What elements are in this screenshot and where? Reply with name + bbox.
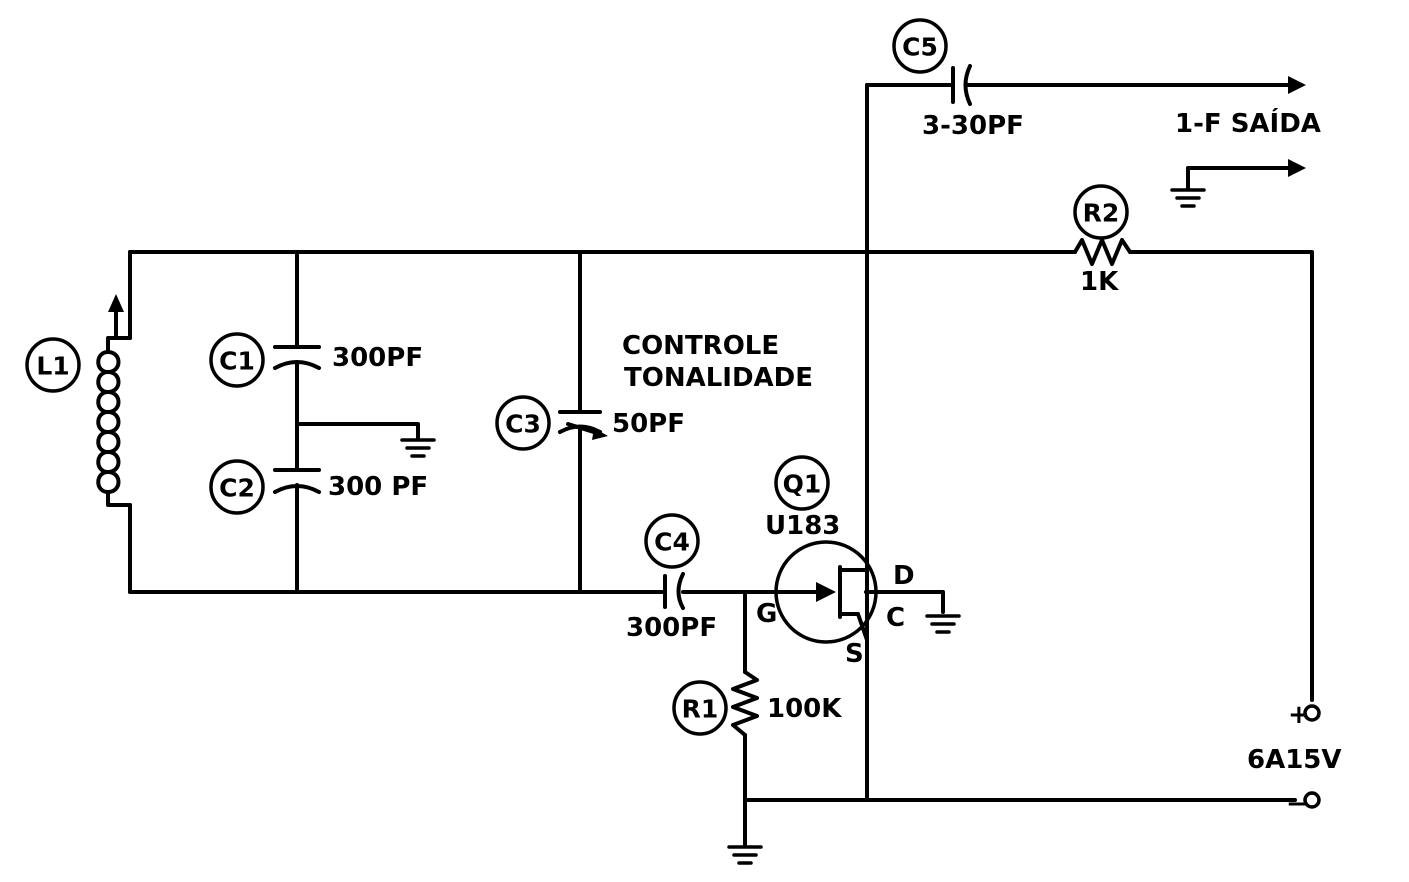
c3-variable-arrow [592, 428, 608, 440]
q1-part: U183 [765, 511, 840, 541]
output-arrow-top [1288, 76, 1306, 94]
svg-text:C3: C3 [505, 410, 541, 439]
capacitor-c5 [951, 64, 972, 106]
supply-terminals [1303, 704, 1321, 809]
svg-text:Q1: Q1 [783, 470, 822, 499]
r1-value: 100K [767, 694, 842, 724]
tag-c1: C1 [209, 332, 265, 388]
tone-control-line2: TONALIDADE [624, 363, 813, 393]
ground-q1-case [925, 614, 961, 634]
supply-voltage-range: 6A15V [1247, 745, 1342, 775]
r2-value: 1K [1080, 267, 1119, 297]
ground-r1 [727, 845, 763, 865]
c1-value: 300PF [332, 343, 423, 373]
q1-drain-pin: D [893, 561, 915, 591]
svg-text:C2: C2 [219, 474, 255, 503]
tag-r1: R1 [672, 680, 728, 736]
output-label: 1-F SAÍDA [1175, 107, 1321, 139]
capacitor-c3 [558, 410, 608, 440]
tag-c3: C3 [495, 395, 551, 451]
terminal-negative [1303, 791, 1321, 809]
tag-c2: C2 [209, 459, 265, 515]
tag-c5: C5 [892, 18, 948, 74]
ground-c1c2 [400, 438, 436, 458]
svg-text:L1: L1 [36, 352, 69, 381]
value-labels: 300PF 300 PF 50PF 300PF 3-30PF 100K 1K U… [328, 107, 1342, 819]
supply-plus-sign: + [1288, 700, 1310, 730]
svg-text:R1: R1 [682, 695, 719, 724]
tone-control-line1: CONTROLE [622, 331, 779, 361]
output-arrows [1288, 76, 1306, 177]
svg-text:C4: C4 [654, 528, 690, 557]
component-tags: L1 C1 C2 C3 C4 C5 R1 R2 Q1 [25, 18, 1129, 736]
c3-value: 50PF [612, 409, 685, 439]
q1-case-pin: C [886, 603, 905, 633]
inductor-l1 [96, 294, 132, 507]
c5-value: 3-30PF [922, 111, 1024, 141]
tag-c4: C4 [644, 513, 700, 569]
svg-text:R2: R2 [1083, 199, 1120, 228]
svg-text:C5: C5 [902, 33, 938, 62]
supply-minus-sign: − [1286, 789, 1308, 819]
capacitor-c4 [653, 572, 685, 610]
ground-symbols [400, 188, 1206, 865]
q1-source-pin: S [845, 639, 864, 669]
resistor-r1 [731, 670, 759, 737]
output-arrow-bottom [1288, 159, 1306, 177]
svg-text:C1: C1 [219, 347, 255, 376]
capacitor-c2 [273, 468, 321, 494]
c4-value: 300PF [626, 613, 717, 643]
wires [128, 83, 1314, 847]
terminal-positive [1303, 704, 1321, 722]
l1-tuning-arrow [108, 294, 124, 312]
capacitor-c1 [273, 345, 321, 370]
transistor-q1 [774, 540, 879, 644]
tag-r2: R2 [1073, 184, 1129, 240]
resistor-r2 [1073, 238, 1132, 266]
tag-q1: Q1 [774, 455, 830, 511]
ground-output [1170, 188, 1206, 208]
q1-gate-pin: G [756, 599, 777, 629]
tag-l1: L1 [25, 337, 81, 393]
c2-value: 300 PF [328, 472, 428, 502]
